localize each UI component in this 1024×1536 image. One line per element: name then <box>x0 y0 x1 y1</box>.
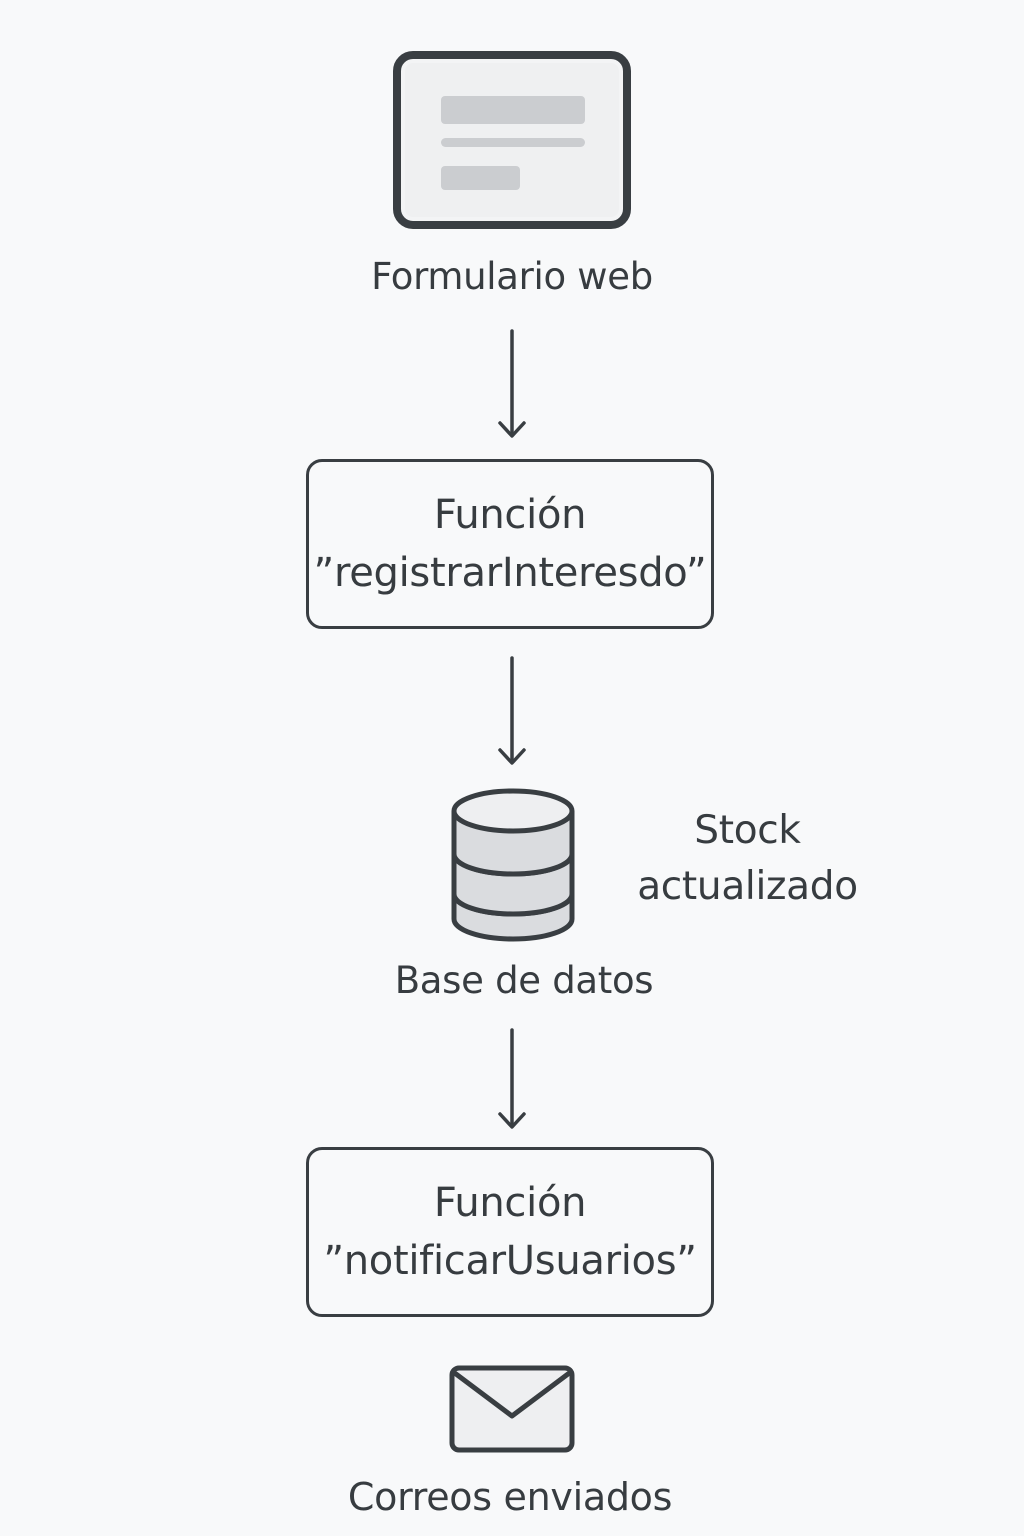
notify-function-name: ”notificarUsuarios” <box>323 1238 697 1284</box>
register-function-name: ”registrarInteresdo” <box>313 550 707 596</box>
web-form-icon <box>393 51 631 229</box>
form-title-bar <box>441 96 585 124</box>
stock-updated-note: Stock actualizado <box>600 803 895 915</box>
form-button <box>441 166 520 190</box>
emails-sent-label: Correos enviados <box>347 1475 673 1519</box>
register-function-box: Función ”registrarInteresdo” <box>306 459 714 629</box>
web-form-label: Formulario web <box>371 255 653 298</box>
arrow-down-icon <box>498 1028 526 1129</box>
form-line <box>441 138 585 147</box>
stock-note-line-2: actualizado <box>637 864 858 909</box>
notify-function-title: Función <box>433 1180 587 1226</box>
register-function-title: Función <box>433 492 587 538</box>
arrow-down-icon <box>498 329 526 438</box>
envelope-icon <box>449 1365 575 1453</box>
notify-function-box: Función ”notificarUsuarios” <box>306 1147 714 1317</box>
stock-note-line-1: Stock <box>694 808 801 853</box>
database-icon <box>451 788 575 942</box>
database-label: Base de datos <box>394 959 654 1002</box>
arrow-down-icon <box>498 656 526 765</box>
